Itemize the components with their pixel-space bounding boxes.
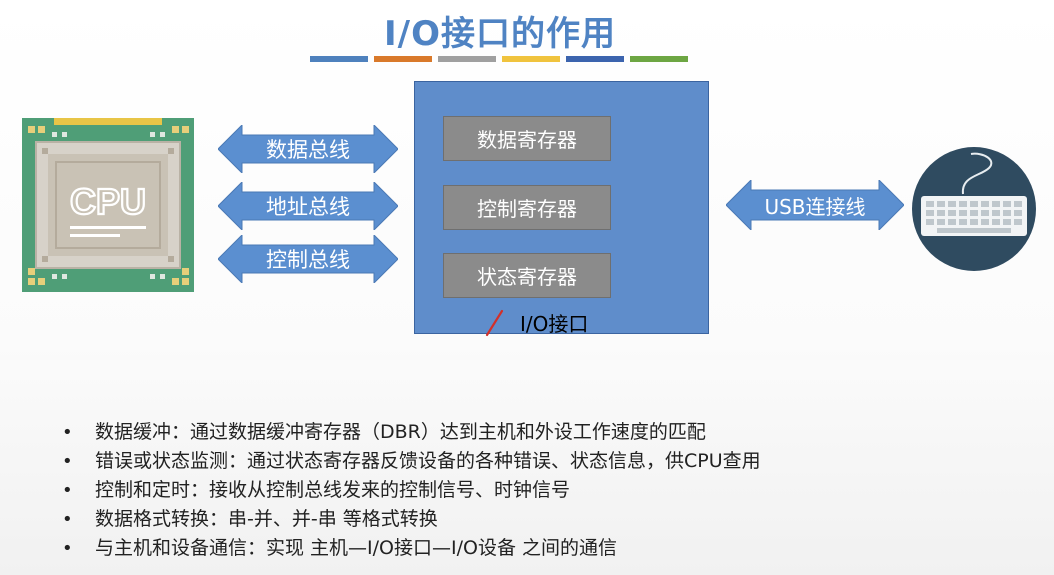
cpu-chip-icon: CPU [22,118,194,292]
io-interface-label: I/O接口 [520,312,589,336]
usb-label: USB连接线 [764,194,866,219]
list-item: 控制和定时：接收从控制总线发来的控制信号、时钟信号 [62,476,761,505]
address-bus-arrow [218,182,398,230]
function-list: 数据缓冲：通过数据缓冲寄存器（DBR）达到主机和外设工作速度的匹配 错误或状态监… [62,418,761,563]
title-color-bar [502,56,560,62]
title-color-bar [374,56,432,62]
data-bus-arrow [218,125,398,173]
usb-arrow [726,180,904,230]
title-color-bar [438,56,496,62]
data-bus-label: 数据总线 [266,138,350,162]
address-bus-label: 地址总线 [266,195,350,219]
control-register: 控制寄存器 [443,185,611,230]
list-item: 数据缓冲：通过数据缓冲寄存器（DBR）达到主机和外设工作速度的匹配 [62,418,761,447]
page-title: I/O接口的作用 [384,14,616,54]
cpu-label: CPU [70,181,146,222]
data-register: 数据寄存器 [443,116,611,161]
control-bus-label: 控制总线 [266,248,350,272]
keyboard-icon [912,147,1036,271]
status-register: 状态寄存器 [443,253,611,298]
red-pen-mark [485,309,504,337]
title-color-bar [630,56,688,62]
list-item: 数据格式转换：串-并、并-串 等格式转换 [62,505,761,534]
list-item: 与主机和设备通信：实现 主机—I/O接口—I/O设备 之间的通信 [62,534,761,563]
title-color-bar [566,56,624,62]
control-bus-arrow [218,235,398,283]
title-color-bar [310,56,368,62]
list-item: 错误或状态监测：通过状态寄存器反馈设备的各种错误、状态信息，供CPU查用 [62,447,761,476]
